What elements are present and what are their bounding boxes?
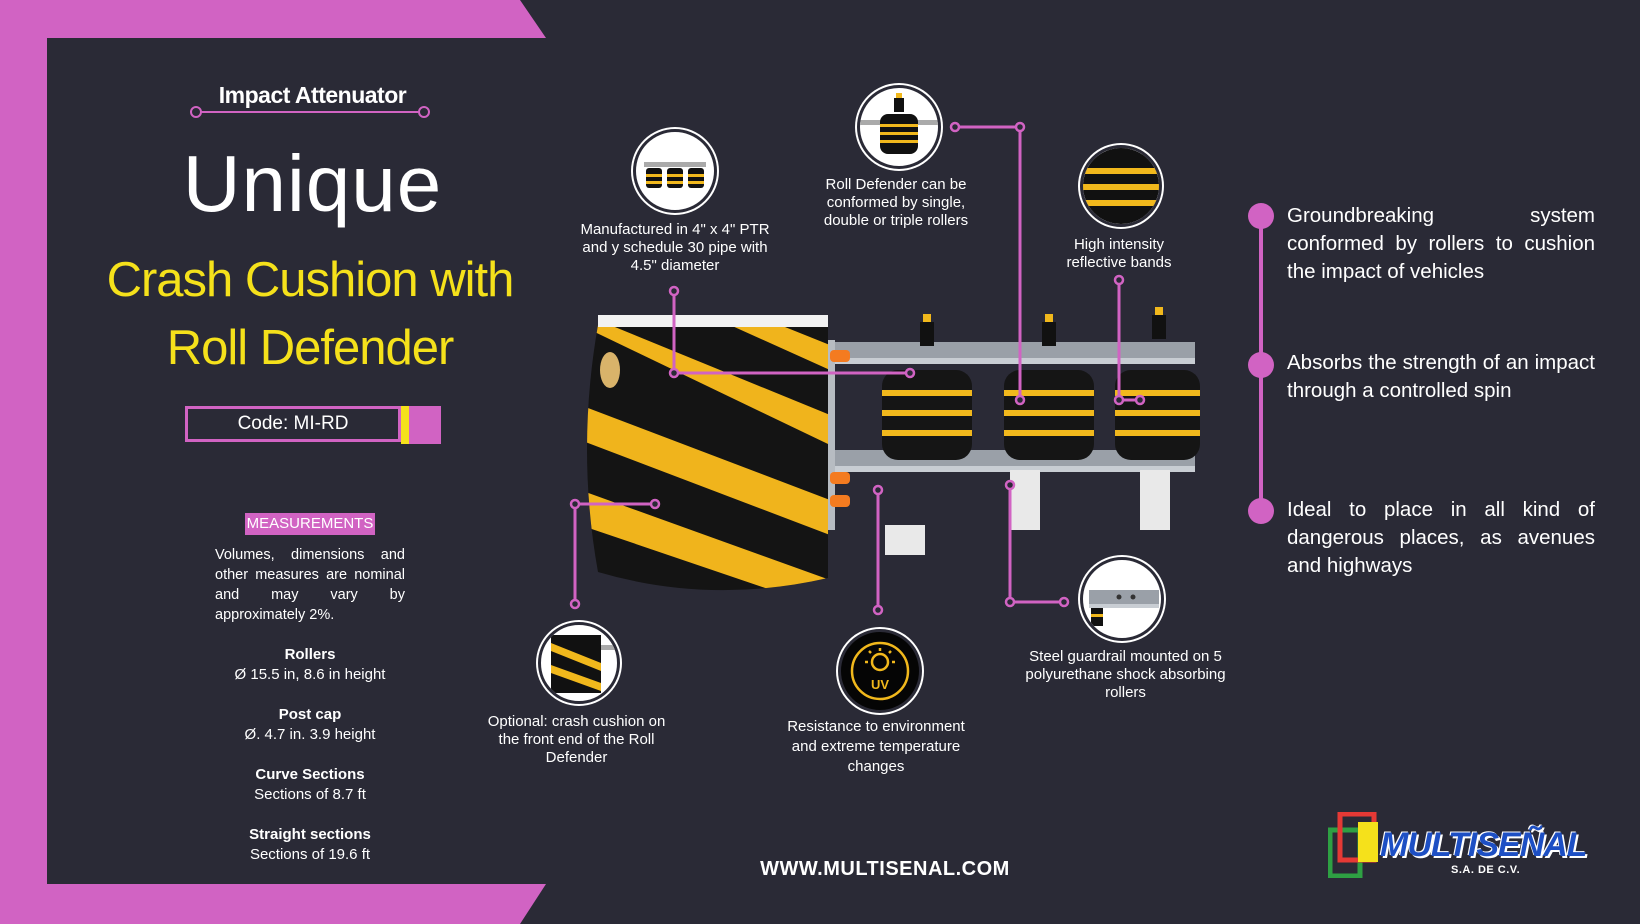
spec-straight-sections: Straight sections Sections of 19.6 ft (150, 825, 470, 865)
pipe-rollers-icon (644, 162, 706, 188)
spec-name: Post cap (278, 706, 342, 723)
feature-bullet-3 (1248, 498, 1274, 524)
crash-cushion-icon (551, 635, 617, 693)
feature-text-1: Groundbreaking system conformed by rolle… (1287, 204, 1595, 283)
callout-rollers: Roll Defender can be conformed by single… (823, 176, 969, 229)
logo-color-blocks-icon (1328, 812, 1378, 878)
uv-thumbnail: UV (838, 629, 922, 713)
spec-name: Curve Sections (255, 766, 365, 783)
company-logo: MULTISEÑAL S.A. DE C.V. (1328, 812, 1588, 878)
crash-cushion (587, 315, 828, 591)
reflective-bands-icon (1083, 148, 1159, 224)
kicker-dot-right (418, 106, 430, 118)
guardrail-thumbnail (1080, 557, 1164, 641)
stacked-rollers-icon (860, 93, 938, 154)
guardrail-icon (1089, 590, 1159, 626)
spec-name: Rollers (284, 646, 336, 663)
roller-2 (1004, 314, 1094, 530)
rollers-thumbnail (857, 85, 941, 169)
spec-value: Sections of 19.6 ft (249, 846, 371, 863)
callout-pipe: Manufactured in 4" x 4" PTR and y schedu… (580, 221, 770, 274)
product-code: Code: MI-RD (185, 406, 401, 442)
cushion-thumbnail (538, 622, 620, 704)
spec-curve-sections: Curve Sections Sections of 8.7 ft (150, 765, 470, 805)
roller-1 (882, 314, 972, 555)
callout-cushion: Optional: crash cushion on the front end… (487, 713, 666, 766)
website-link[interactable]: WWW.MULTISENAL.COM (760, 858, 1010, 880)
callout-uv: Resistance to environment and extreme te… (787, 718, 965, 775)
measurements-label: MEASUREMENTS (245, 513, 375, 535)
spec-post-cap: Post cap Ø. 4.7 in. 3.9 height (150, 705, 470, 745)
page-title: Unique (182, 139, 443, 228)
callout-guardrail: Steel guardrail mounted on 5 polyurethan… (1025, 648, 1226, 701)
kicker-title: Impact Attenuator (218, 82, 407, 108)
feature-bullet-1 (1248, 203, 1274, 229)
spec-rollers: Rollers Ø 15.5 in, 8.6 in height (150, 645, 470, 685)
roller-3 (1115, 307, 1200, 530)
pipe-thumbnail (633, 129, 717, 213)
feature-bullet-2 (1248, 352, 1274, 378)
logo-wordmark: MULTISEÑAL (1380, 826, 1588, 864)
kicker-dot-left (190, 106, 202, 118)
product-illustration (587, 307, 1200, 591)
kicker-underline (196, 111, 424, 113)
subtitle-line-2: Roll Defender (166, 321, 455, 375)
code-accent-yellow (401, 406, 409, 444)
page-subtitle: Crash Cushion with Roll Defender (60, 246, 560, 382)
uv-icon-label: UV (871, 677, 889, 692)
feature-text-2: Absorbs the strength of an impact throug… (1287, 351, 1595, 402)
orange-bolts (830, 350, 850, 507)
spec-name: Straight sections (249, 826, 371, 843)
code-accent-pink (409, 406, 441, 444)
measurements-note: Volumes, dimensions and other measures a… (215, 547, 405, 623)
spec-value: Sections of 8.7 ft (254, 786, 366, 803)
spec-value: Ø 15.5 in, 8.6 in height (234, 666, 386, 683)
bands-thumbnail (1080, 145, 1162, 227)
uv-sun-icon: UV (850, 641, 910, 701)
subtitle-line-1: Crash Cushion with (106, 253, 515, 307)
feature-text-3: Ideal to place in all kind of dangerous … (1287, 498, 1595, 577)
callout-bands: High intensity reflective bands (1066, 236, 1172, 271)
spec-value: Ø. 4.7 in. 3.9 height (244, 726, 376, 743)
logo-subtitle: S.A. DE C.V. (1451, 864, 1521, 876)
